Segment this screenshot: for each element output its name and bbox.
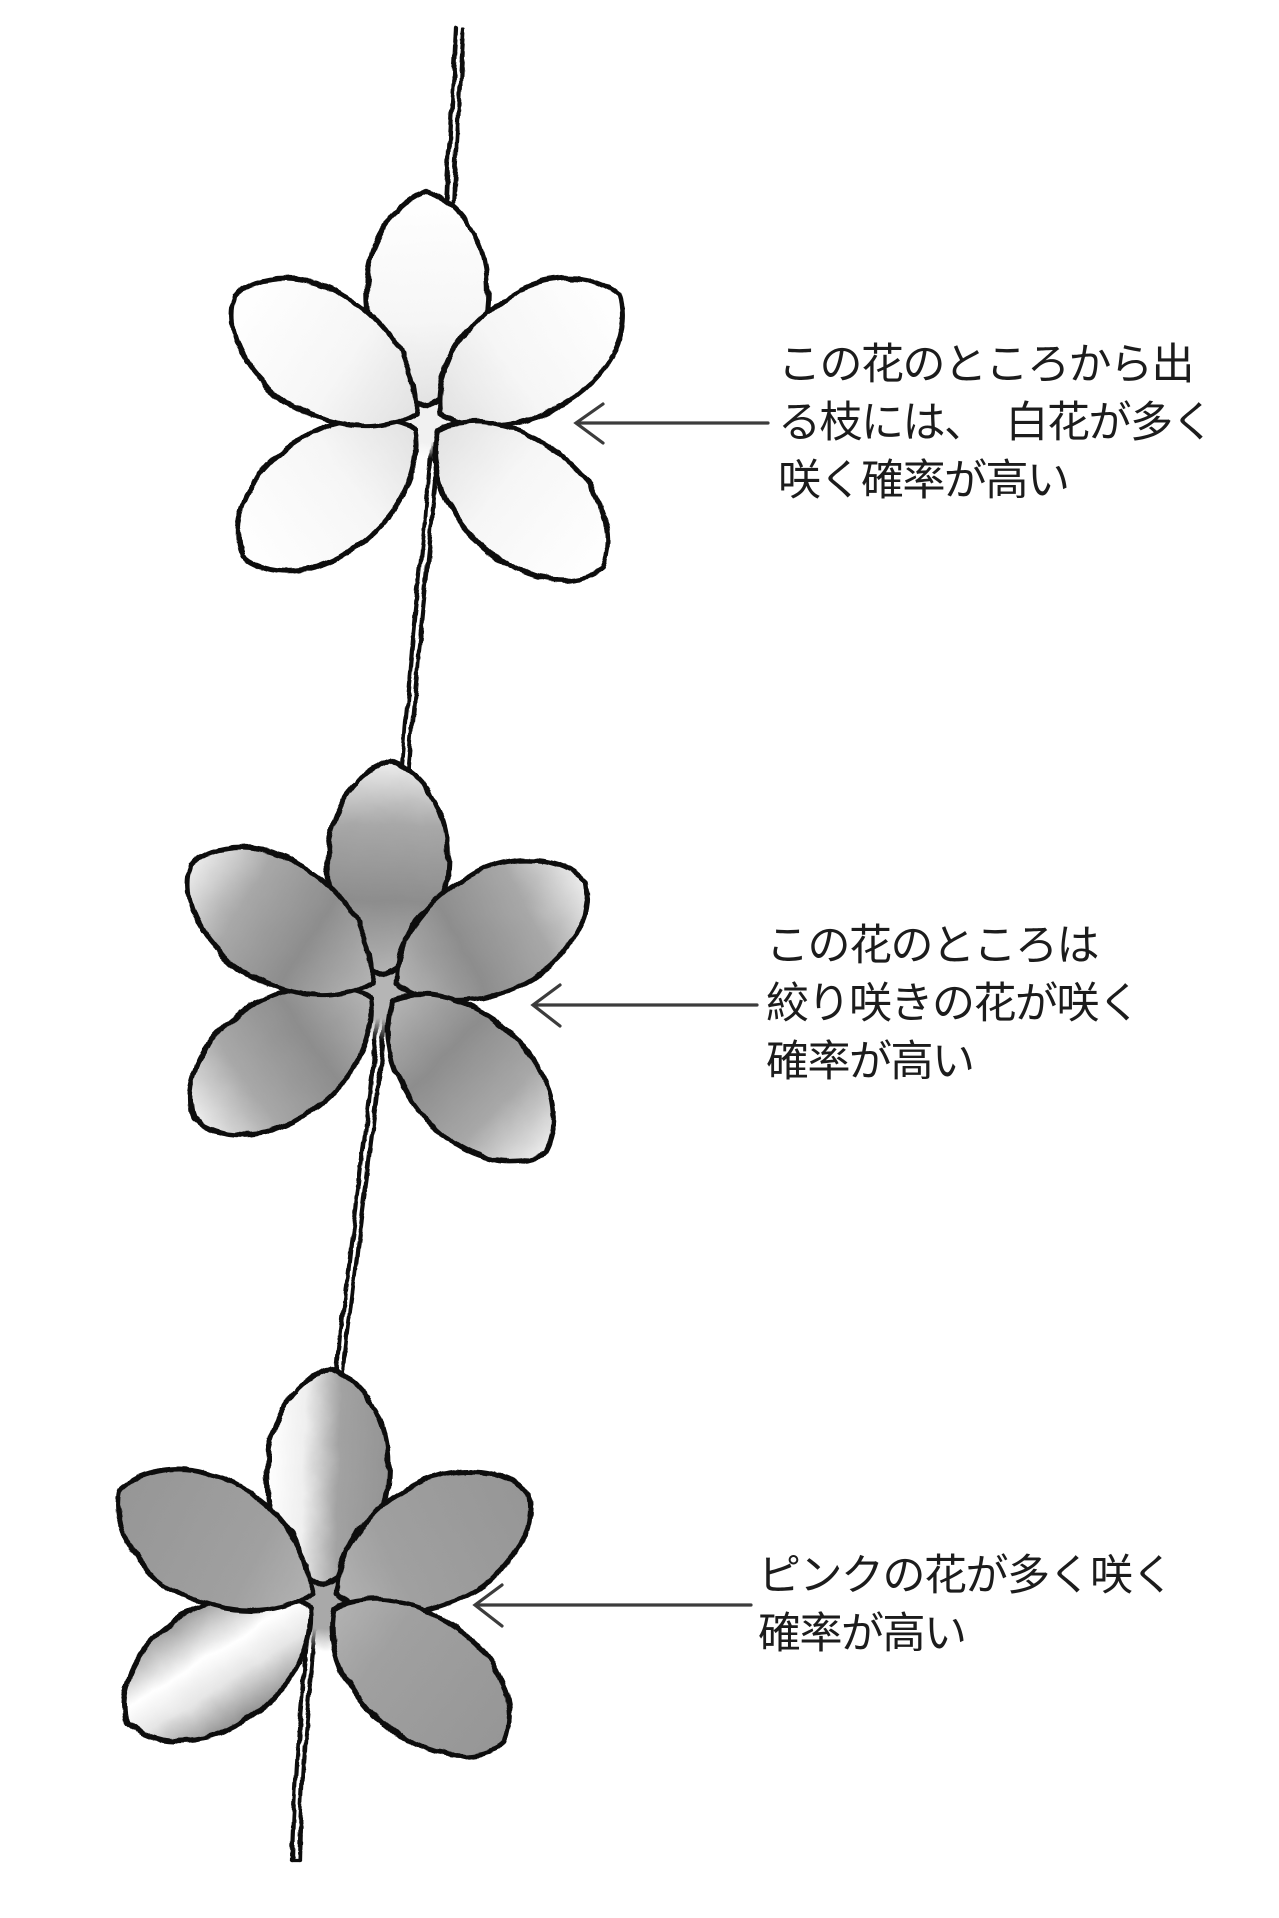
variegated-flower-arrow	[530, 983, 759, 1028]
white-flower	[202, 191, 653, 615]
note-line: 確率が高い	[758, 1610, 967, 1658]
note-line: 咲く確率が高い	[778, 457, 1070, 505]
annotation-arrows	[472, 402, 770, 1628]
note-line: この花のところは	[766, 922, 1099, 970]
white-flower-arrow	[573, 402, 770, 445]
note-line: 絞り咲きの花が咲く	[766, 980, 1141, 1028]
pink-flower	[90, 1366, 557, 1790]
pink-flower-arrow	[472, 1583, 753, 1628]
note-line: 確率が高い	[766, 1038, 975, 1086]
arrow-head-left-icon	[530, 983, 562, 1028]
arrow-head-left-icon	[472, 1583, 504, 1628]
white-flower-note: この花のところから出 る枝には、 白花が多く 咲く確率が高い	[778, 336, 1215, 510]
arrow-head-left-icon	[573, 402, 605, 445]
note-line: ピンクの花が多く咲く	[758, 1552, 1175, 1600]
note-line: る枝には、 白花が多く	[778, 399, 1215, 447]
variegated-flower	[158, 758, 615, 1195]
note-line: この花のところから出	[778, 341, 1195, 389]
pink-flower-note: ピンクの花が多く咲く 確率が高い	[758, 1547, 1175, 1663]
variegated-flower-note: この花のところは 絞り咲きの花が咲く 確率が高い	[766, 917, 1141, 1091]
